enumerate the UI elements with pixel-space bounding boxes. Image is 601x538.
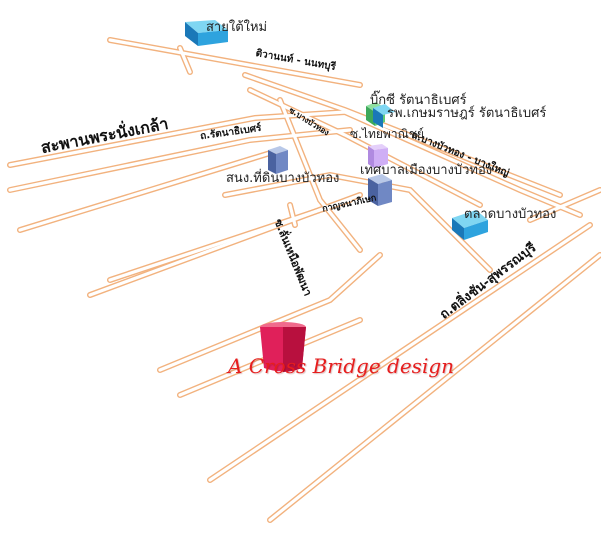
market-marker	[452, 210, 488, 240]
place-label-municipality: เทศบาลเมืองบางบัวทอง	[360, 163, 493, 178]
thai-watsadu-marker	[368, 144, 388, 168]
place-label-sai-tai-mai: สายใต้ใหม่	[206, 20, 268, 35]
place-label-big-c: บิ๊กซี รัตนาธิเบศร์	[370, 93, 467, 108]
place-label-thai-watsadu: ซ.ไทยพาณิชย์	[350, 127, 424, 141]
robinson-marker	[373, 104, 395, 128]
place-label-market: ตลาดบางบัวทอง	[464, 207, 557, 222]
municipality-marker	[368, 174, 392, 206]
site-marker	[260, 322, 306, 372]
place-label-land-office: สนง.ที่ดินบางบัวทอง	[226, 171, 340, 186]
brand-label: A Cross Bridge design	[228, 354, 455, 378]
land-office-marker	[268, 146, 288, 174]
place-label-robinson: รพ.เกษมราษฎร์ รัตนาธิเบศร์	[387, 106, 547, 121]
sai-tai-mai-marker	[185, 20, 228, 46]
